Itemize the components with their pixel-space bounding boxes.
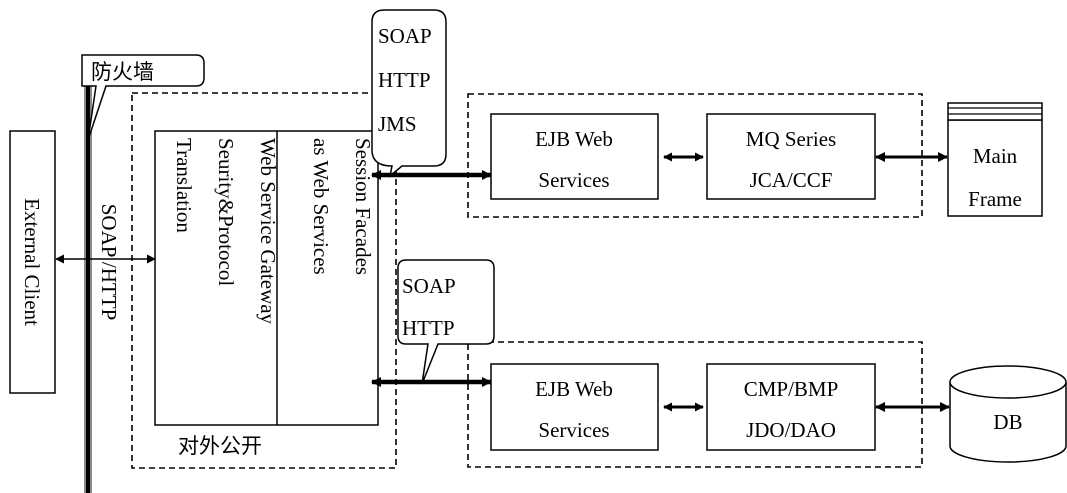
mainframe-box [947,119,1043,217]
callout-top-line-3: JMS [378,112,417,136]
public-zone: 对外公开 [131,92,397,469]
mainframe-line-1: Main [973,144,1018,168]
lower-cmp-line-1: CMP/BMP [744,377,839,401]
gateway-line-3: Translation [172,138,196,233]
gateway-line-1: Web Service Gateway [256,138,280,325]
mainframe: Main Frame [947,102,1043,217]
lower-ejb-box [490,363,659,451]
upper-mq-line-2: JCA/CCF [750,168,833,192]
callout-bottom-shape [397,259,495,385]
callout-top: SOAP HTTP JMS [371,9,447,178]
mainframe-line-2: Frame [968,187,1022,211]
upper-mq-box [706,113,876,200]
gateway-box [154,130,379,426]
gateway-line-2: Seurity&Protocol [214,138,238,286]
lower-cmp-line-2: JDO/DAO [746,418,836,442]
mainframe-tab [947,102,1043,121]
lower-cmp-box [706,363,876,451]
external-client-label: External Client [20,198,44,326]
database-cylinder-body [949,382,1067,463]
callout-bottom-line-2: HTTP [402,316,455,340]
lower-service-group [467,341,923,468]
callout-bottom-line-1: SOAP [402,274,456,298]
upper-ejb-box [490,113,659,200]
firewall: 防火墙 [81,54,205,493]
callout-top-shape [371,9,447,178]
upper-ejb-line-1: EJB Web [535,127,613,151]
upper-ejb-line-2: Services [538,168,609,192]
upper-mq-line-1: MQ Series [746,127,836,151]
database-label: DB [993,410,1022,434]
firewall-bar [86,75,90,493]
database-cylinder-top [949,365,1067,399]
lower-row: EJB Web Services CMP/BMP JDO/DAO DB [490,363,1067,463]
gateway-block: Web Service Gateway Seurity&Protocol Tra… [154,130,379,426]
callout-bottom: SOAP HTTP [397,259,495,385]
firewall-callout [81,54,205,141]
callout-top-line-1: SOAP [378,24,432,48]
lower-ejb-line-1: EJB Web [535,377,613,401]
soap-http-link-label: SOAP /HTTP [97,204,121,321]
callout-top-line-2: HTTP [378,68,431,92]
external-client: External Client [9,130,56,394]
firewall-label: 防火墙 [91,60,154,84]
database: DB [949,365,1067,463]
external-client-box [9,130,56,394]
public-zone-label: 对外公开 [178,434,262,458]
facade-line-1: Session Facades [351,138,375,275]
facade-line-2: as Web Services [309,138,333,275]
upper-row: EJB Web Services MQ Series JCA/CCF Main … [490,102,1043,217]
lower-ejb-line-2: Services [538,418,609,442]
public-zone-boundary [131,92,397,469]
